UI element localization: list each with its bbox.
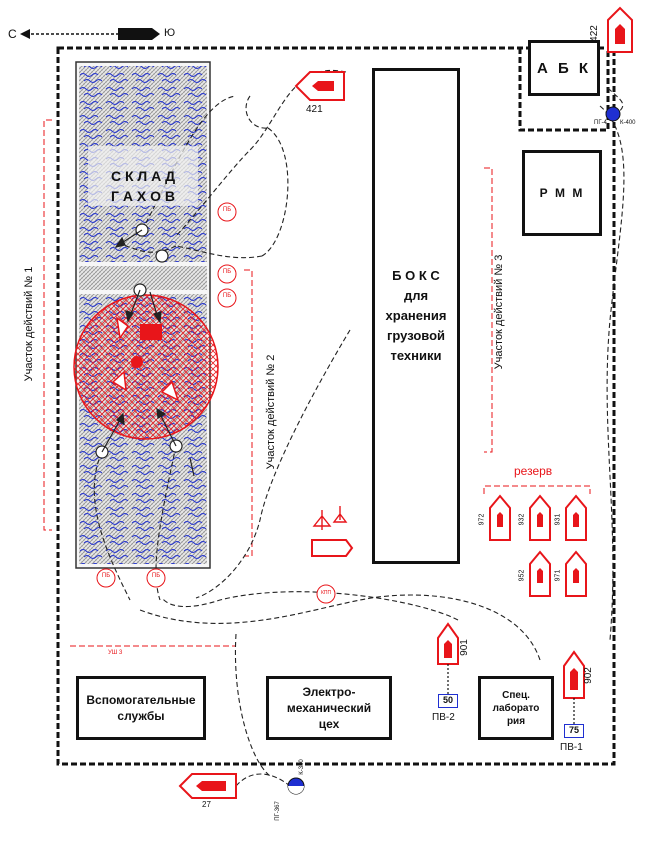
reserve-vehicle-3-label: 931: [554, 513, 562, 526]
pb-label-2: ПБ: [222, 269, 232, 275]
section-1-bracket: [43, 119, 52, 531]
reserve-vehicle-4-label: 952: [518, 569, 526, 582]
ush-label: УШ 3: [108, 650, 123, 656]
section-1-label: Участок действий № 1: [23, 266, 35, 382]
section-3-bracket: [484, 167, 493, 453]
pv2-label: ПВ-2: [432, 712, 455, 723]
section-2-bracket: [244, 269, 253, 557]
reserve-vehicle-1-label: 972: [478, 513, 486, 526]
vehicle-901-label: 901: [458, 639, 470, 656]
pg4-hydrant: [605, 106, 621, 122]
kpp-label: КПП: [320, 590, 332, 596]
pb-markers: [96, 202, 336, 604]
fire-truck-27: [178, 773, 237, 799]
pb-label-5: ПБ: [151, 573, 161, 579]
pv2-volume-badge: 50: [438, 694, 458, 708]
compass-south-label: С: [8, 27, 17, 41]
hose-lines: [93, 69, 625, 787]
pg4-label: ПГ-4: [594, 120, 607, 126]
hq-symbol: [311, 506, 354, 557]
k400-label: К-400: [620, 120, 636, 126]
sklad-label: С К Л А Д Г А Х О В: [88, 146, 198, 206]
reserve-vehicle-2-label: 932: [518, 513, 526, 526]
nozzle-arrows: [101, 229, 195, 477]
vehicle-902-label: 902: [582, 667, 594, 684]
reserve-bracket: [483, 485, 591, 494]
pv1-volume-badge: 75: [564, 724, 584, 738]
section-2-label: Участок действий № 2: [265, 354, 277, 470]
fire-truck-422: [607, 6, 633, 53]
reserve-vehicle-5-label: 971: [554, 569, 562, 582]
reserve-vehicle-marks: [497, 512, 579, 583]
vehicle-27-label: 27: [202, 800, 211, 809]
vehicle-422-label: 422: [588, 25, 600, 42]
abk-fence: [518, 48, 610, 132]
vehicle-421-label: 421: [306, 104, 323, 115]
pb-label-4: ПБ: [101, 573, 111, 579]
section-3-label: Участок действий № 3: [493, 254, 505, 370]
abk-building: А Б К: [528, 40, 600, 96]
compass-north-label: Ю: [164, 27, 176, 39]
pb-label-1: ПБ: [222, 207, 232, 213]
rmm-building: Р М М: [522, 150, 602, 236]
reserve-label: резерв: [514, 464, 553, 478]
fire-zone: [73, 294, 219, 440]
pg367-label: ПГ-367: [274, 801, 281, 821]
pb-label-3: ПБ: [222, 293, 232, 299]
perimeter-fence: [56, 46, 616, 766]
pg367-hydrant-half: [288, 786, 304, 794]
pv1-label: ПВ-1: [560, 742, 583, 753]
compass-arrow: [20, 28, 160, 40]
boks-building: Б О К С для хранения грузовой техники: [372, 68, 460, 564]
fire-truck-421: [294, 71, 345, 101]
fire-truck-902: [563, 650, 585, 699]
k350-label: К-350: [298, 759, 305, 775]
fire-truck-901: [437, 622, 459, 665]
auxiliary-services-building: Вспомогательные службы: [76, 676, 206, 740]
electro-mechanical-building: Электро- механический цех: [266, 676, 392, 740]
special-lab-building: Спец. лаборато рия: [478, 676, 554, 740]
